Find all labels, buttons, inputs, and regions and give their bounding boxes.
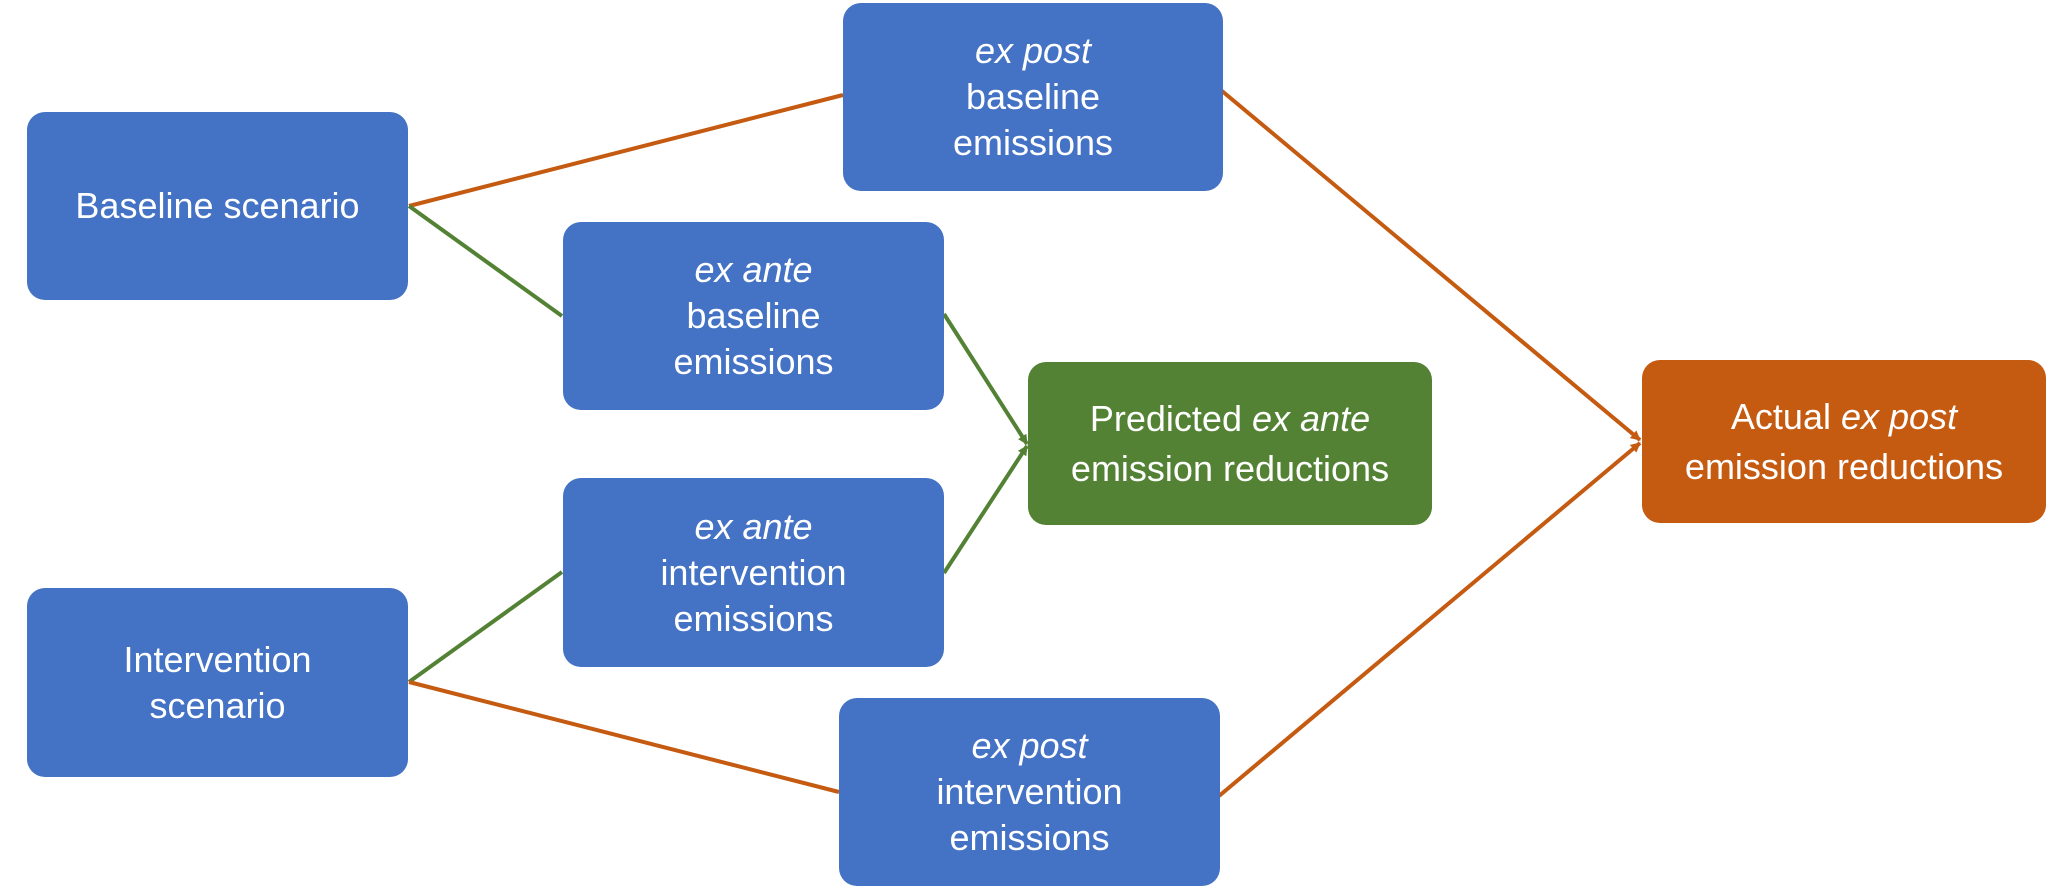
intervention-scenario-label-line2: scenario: [149, 684, 286, 726]
edge-intervention-scenario-to-ex-ante-intervention: [407, 570, 564, 684]
actual-qualifier: ex post: [1841, 395, 1958, 437]
ex-ante-intervention-label-line2: intervention: [660, 551, 847, 593]
intervention-scenario-label-line1: Intervention: [123, 638, 312, 680]
predicted-qualifier: ex ante: [1252, 397, 1371, 439]
ex-ante-baseline-label-line3: emissions: [673, 341, 834, 382]
ex-post-baseline-emissions-box: ex post baseline emissions: [843, 3, 1223, 191]
edge-baseline-scenario-to-ex-post-baseline: [408, 93, 844, 208]
edge-ex-post-baseline-to-actual: [1220, 89, 1642, 442]
actual-label-line2: emission reductions: [1684, 445, 2004, 487]
intervention-scenario-box: Intervention scenario: [27, 588, 408, 777]
actual-emission-reductions-box: Actual ex post emission reductions: [1642, 360, 2046, 523]
ex-post-baseline-label-line3: emissions: [952, 122, 1114, 163]
ex-ante-baseline-qualifier: ex ante: [694, 249, 813, 290]
ex-post-intervention-label-line2: intervention: [936, 771, 1123, 812]
edge-ex-ante-baseline-to-predicted: [942, 312, 1029, 446]
actual-label-line1: Actual ex post: [1731, 392, 1957, 442]
actual-prefix: Actual: [1730, 395, 1831, 437]
ex-post-intervention-emissions-box: ex post intervention emissions: [839, 698, 1220, 886]
baseline-scenario-label: Baseline scenario: [75, 185, 360, 226]
ex-ante-intervention-emissions-box: ex ante intervention emissions: [563, 478, 944, 667]
predicted-label-line2: emission reductions: [1070, 447, 1390, 489]
ex-ante-baseline-emissions-box: ex ante baseline emissions: [563, 222, 944, 410]
ex-ante-intervention-qualifier: ex ante: [694, 505, 813, 547]
edge-ex-ante-intervention-to-predicted: [942, 444, 1029, 575]
ex-post-baseline-label-line2: baseline: [965, 76, 1101, 117]
predicted-label-line1: Predicted ex ante: [1090, 394, 1370, 444]
baseline-scenario-box: Baseline scenario: [27, 112, 408, 300]
edge-ex-post-intervention-to-actual: [1217, 441, 1642, 798]
ex-post-baseline-qualifier: ex post: [974, 30, 1092, 71]
ex-ante-baseline-label-line2: baseline: [686, 295, 821, 336]
ex-post-intervention-qualifier: ex post: [971, 725, 1088, 766]
ex-post-intervention-label-line3: emissions: [949, 817, 1110, 858]
edge-intervention-scenario-to-ex-post-intervention: [408, 680, 840, 794]
edge-baseline-scenario-to-ex-ante-baseline: [407, 204, 564, 318]
ex-ante-intervention-label-line3: emissions: [673, 597, 834, 639]
predicted-emission-reductions-box: Predicted ex ante emission reductions: [1028, 362, 1432, 525]
predicted-prefix: Predicted: [1089, 397, 1242, 439]
